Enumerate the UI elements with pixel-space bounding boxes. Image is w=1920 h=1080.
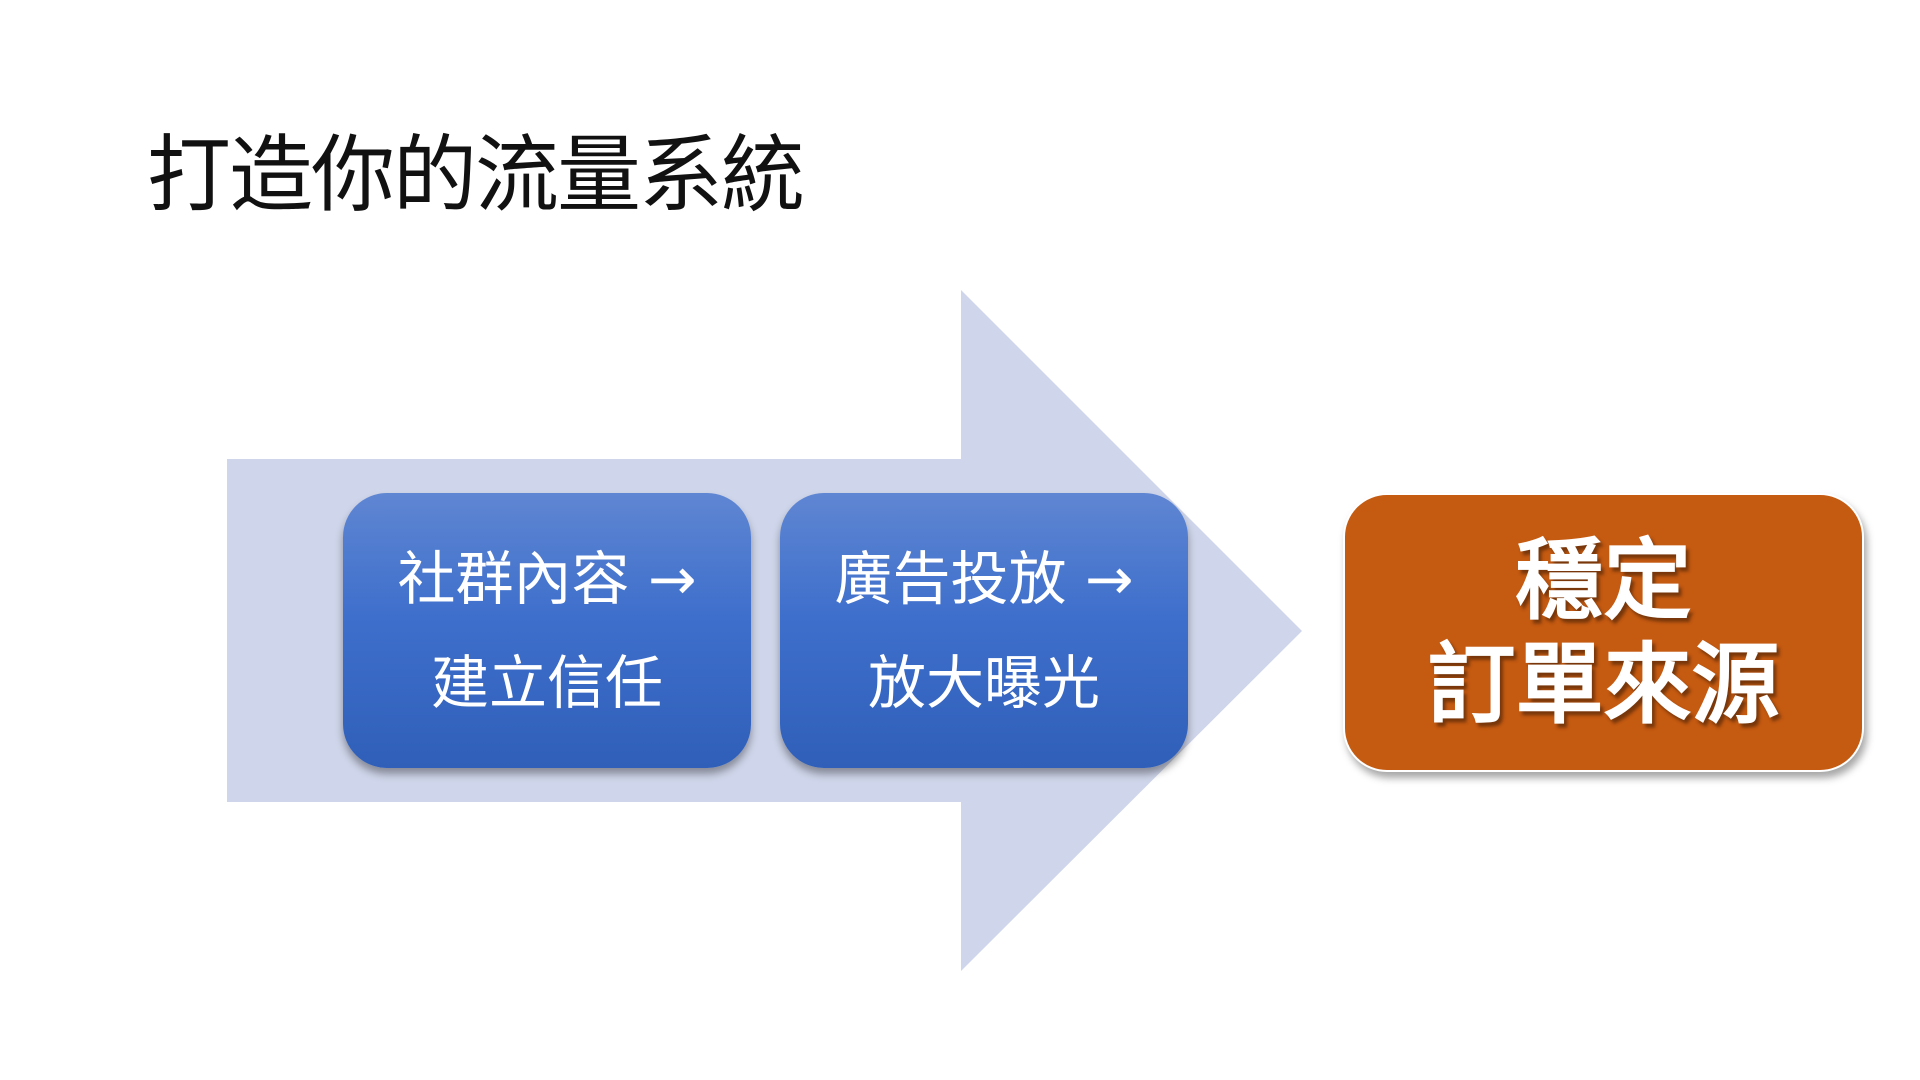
step-line-2: 放大曝光 <box>867 648 1100 717</box>
result-stable-orders: 穩定 訂單來源 <box>1343 493 1864 772</box>
result-line-2: 訂單來源 <box>1427 632 1780 736</box>
result-line-1: 穩定 <box>1515 528 1692 632</box>
page-title: 打造你的流量系統 <box>147 126 805 224</box>
step-line-1: 社群內容 → <box>397 544 697 613</box>
big-arrow-shape <box>227 290 1302 971</box>
step-line-2: 建立信任 <box>430 648 663 717</box>
step-ad-placement: 廣告投放 → 放大曝光 <box>780 493 1188 768</box>
step-line-1: 廣告投放 → <box>834 544 1134 613</box>
step-social-content: 社群內容 → 建立信任 <box>343 493 751 768</box>
